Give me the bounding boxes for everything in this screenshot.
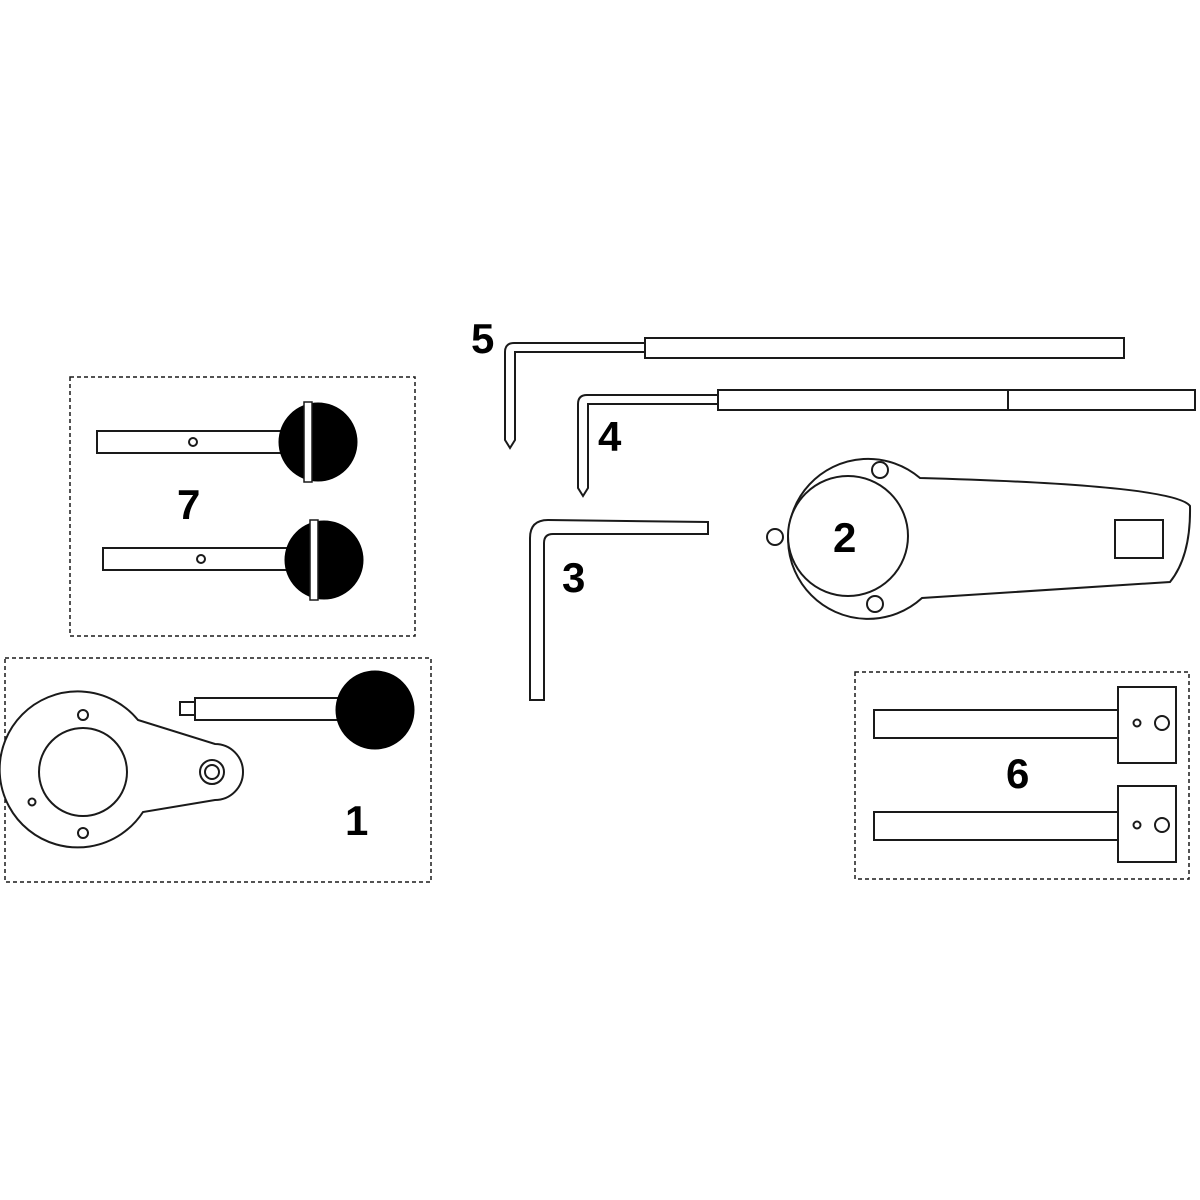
tool-3-hex-key: 3 xyxy=(529,518,709,701)
tool-5-label: 5 xyxy=(471,315,494,362)
tool-6-dashed-box xyxy=(854,671,1190,880)
tool-1-group: 1 xyxy=(0,657,432,883)
tool-7-group: 7 xyxy=(69,376,416,637)
tool-4-rod: 4 xyxy=(577,389,1196,498)
tool-1-label: 1 xyxy=(345,797,368,844)
tool-6-group: 6 xyxy=(854,671,1190,880)
tool-7-pin-lower xyxy=(102,519,364,601)
tool-1-knob xyxy=(335,670,415,750)
tool-2-square-drive xyxy=(1114,519,1164,559)
tool-4-label: 4 xyxy=(598,413,622,460)
tool-1-pin xyxy=(179,670,415,750)
tool-2-label: 2 xyxy=(833,514,856,561)
tool-1-dashed-box xyxy=(4,657,432,883)
tool-7-label: 7 xyxy=(177,481,200,528)
tool-5-rod: 5 xyxy=(471,315,1125,450)
tool-7-dashed-box xyxy=(69,376,416,637)
tool-3-label: 3 xyxy=(562,554,585,601)
tool-7-knob-upper xyxy=(278,402,358,482)
tool-6-bar-lower xyxy=(873,785,1177,863)
tool-1-holder xyxy=(0,690,244,849)
tool-6-bar-upper xyxy=(873,686,1177,764)
tool-6-label: 6 xyxy=(1006,750,1029,797)
tool-2-wrench: 2 xyxy=(766,457,1192,620)
tool-7-pin-upper xyxy=(96,401,358,483)
tool-7-knob-lower xyxy=(284,520,364,600)
